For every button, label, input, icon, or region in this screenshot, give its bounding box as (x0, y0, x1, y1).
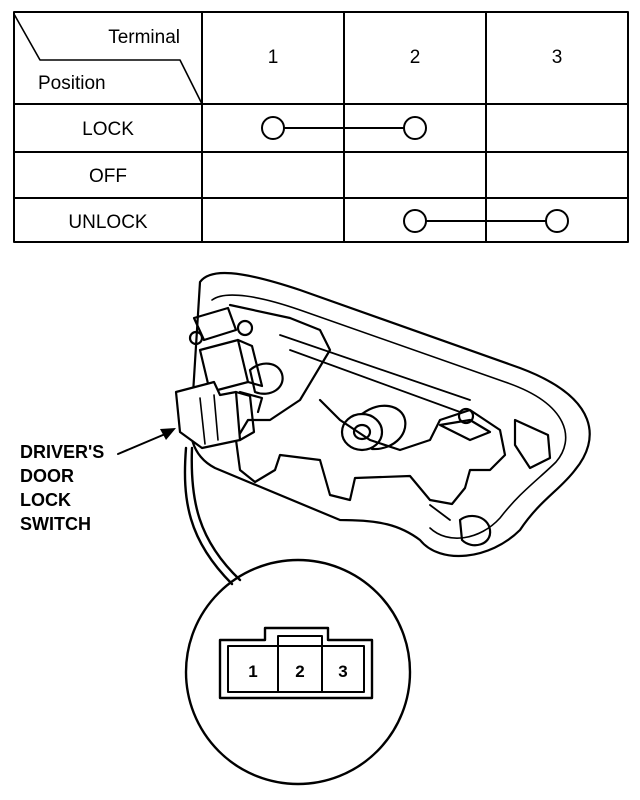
wire-harness (183, 446, 234, 586)
header-position-label: Position (38, 73, 106, 94)
position-label-lock: LOCK (82, 119, 134, 140)
header-terminal-label: Terminal (108, 27, 180, 48)
switch-callout: DRIVER'S DOOR LOCK SWITCH (20, 428, 176, 534)
position-label-unlock: UNLOCK (68, 212, 148, 233)
callout-arrowhead (160, 428, 176, 440)
terminal-header-1: 1 (268, 47, 279, 68)
continuity-node-lock-1 (261, 116, 285, 140)
continuity-node-lock-2 (403, 116, 427, 140)
position-label-off: OFF (89, 166, 127, 187)
callout-line-2: DOOR (20, 466, 74, 486)
terminal-header-3: 3 (552, 47, 563, 68)
connector-magnifier-circle (184, 558, 412, 786)
callout-line-3: LOCK (20, 490, 71, 510)
connector-pin-2: 2 (295, 662, 304, 681)
callout-line-1: DRIVER'S (20, 442, 104, 462)
callout-line-4: SWITCH (20, 514, 91, 534)
callout-leader-line (117, 431, 171, 455)
connector-housing (218, 626, 374, 700)
connector-pin-3: 3 (338, 662, 347, 681)
connector-pin-1: 1 (248, 662, 257, 681)
header-diagonal (13, 13, 203, 105)
door-handle-assembly-illustration (174, 271, 591, 558)
continuity-table: Terminal Position 1 2 3 LOCK OFF UNLOCK (13, 11, 629, 243)
continuity-node-unlock-3 (545, 209, 569, 233)
terminal-header-2: 2 (410, 47, 421, 68)
connector-detail: 1 2 3 (184, 558, 412, 786)
continuity-node-unlock-2 (403, 209, 427, 233)
